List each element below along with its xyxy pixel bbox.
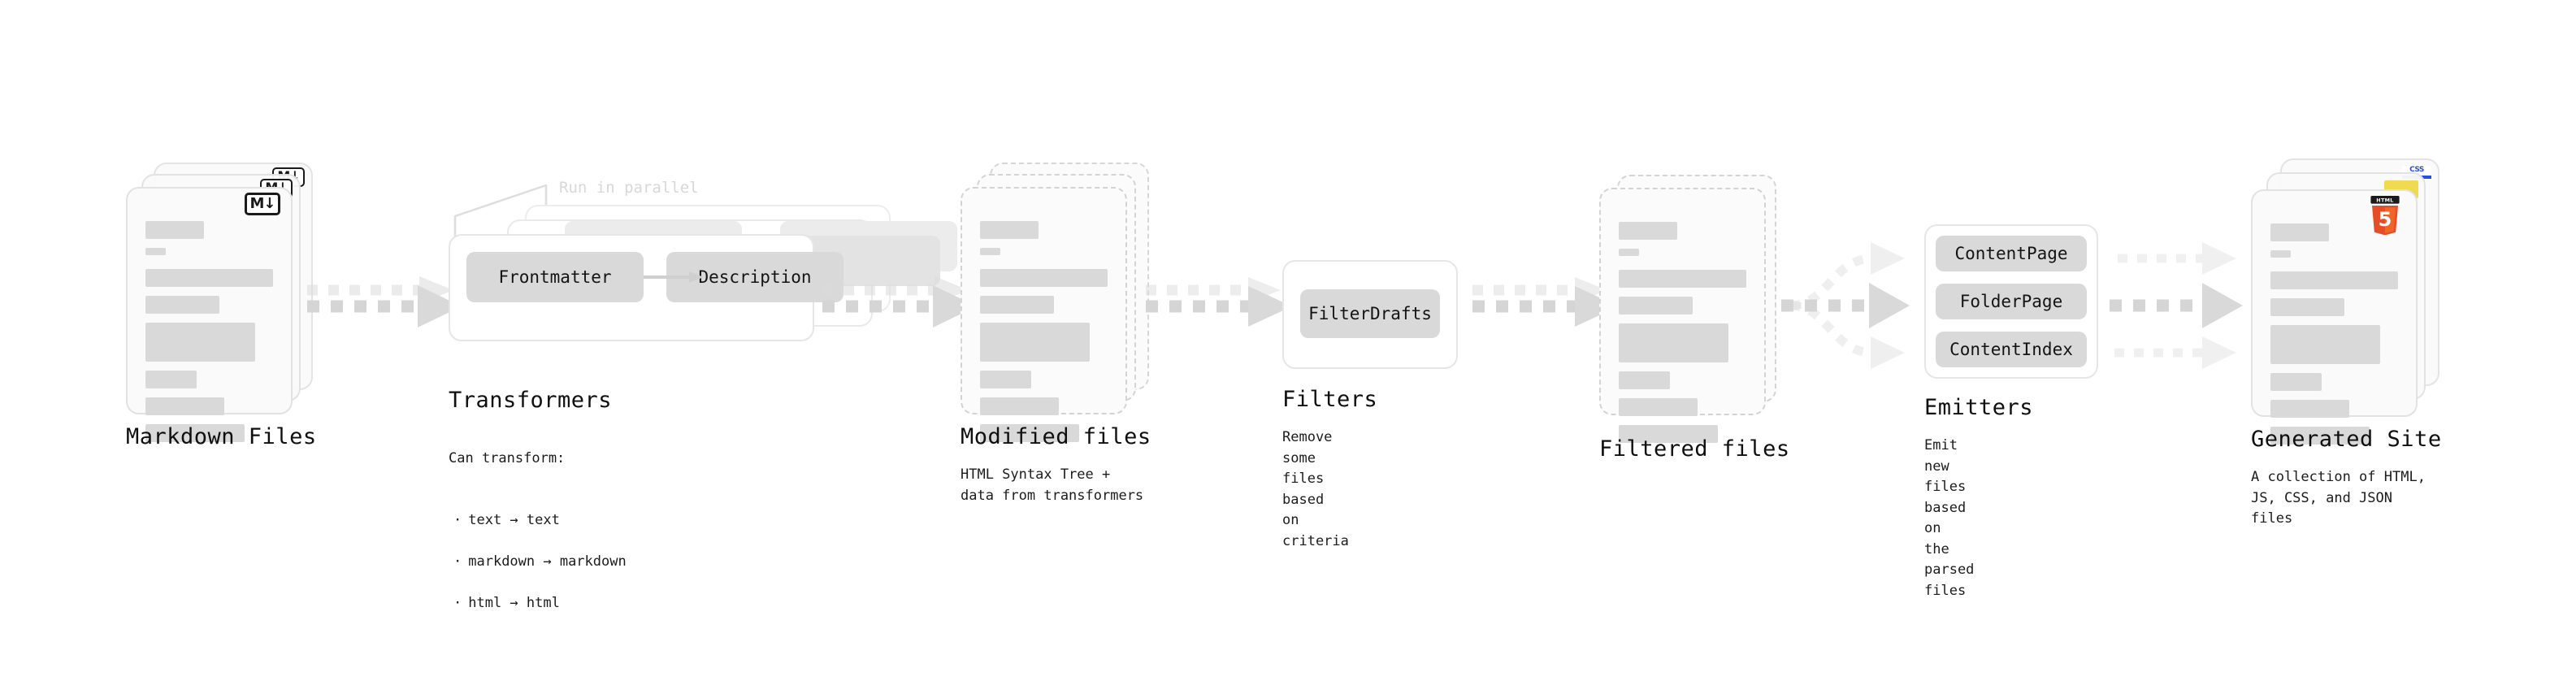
connector-markdown-to-transformers [307,268,462,341]
placeholder-bar [145,323,256,362]
connector-emitters-to-site [2110,232,2264,379]
placeholder-bar [980,269,1108,287]
placeholder-bar [1619,323,1729,362]
connector-transformers-to-modified [822,268,977,341]
filtered-card-placeholder-lines [1619,222,1746,452]
placeholder-bar [2270,373,2322,391]
placeholder-bar [980,371,1031,388]
markdown-card-placeholder-lines [145,221,273,451]
generated-site-title: Generated Site [2251,427,2442,452]
html5-icon: HTML 5 [2368,196,2402,235]
placeholder-bar [980,323,1091,362]
transformers-capability-item: markdown → markdown [449,552,626,573]
transformers-capability-item: html → html [449,593,627,614]
placeholder-bar [1619,249,1640,256]
filter-chip-filterdrafts-label: FilterDrafts [1308,304,1432,323]
generated-card-placeholder-lines [2270,223,2398,453]
stage-generated-site: CSS HTML [2251,158,2441,527]
placeholder-bar [1619,297,1693,314]
connector-filtered-to-emitters [1781,232,1928,379]
generated-site-subtitle: A collection of HTML, JS, CSS, and JSON … [2251,469,2426,527]
transformer-chip-frontmatter[interactable]: Frontmatter [466,252,644,302]
modified-card-placeholder-lines [980,221,1108,451]
placeholder-bar [145,371,197,388]
transformer-inner-arrow [644,271,705,284]
placeholder-bar [2270,223,2330,241]
placeholder-bar [1619,425,1719,443]
placeholder-bar [980,397,1060,415]
filtered-card-stack [1599,175,1786,443]
filters-title: Filters [1282,387,1378,412]
placeholder-bar [1619,371,1670,389]
emitter-chip-contentpage[interactable]: ContentPage [1936,236,2087,271]
modified-files-title: Modified files [961,424,1151,449]
svg-text:HTML: HTML [2376,197,2393,203]
transformer-chip-description-label: Description [698,267,812,287]
transformers-title: Transformers [449,388,613,413]
placeholder-bar [980,221,1039,239]
emitter-chip-contentpage-label: ContentPage [1954,244,2068,263]
placeholder-bar [145,424,245,442]
placeholder-bar [2270,427,2370,445]
stage-markdown-files: M↓ M↓ M↓ Markdown Files [126,163,316,449]
run-in-parallel-label: Run in parallel [559,179,699,197]
placeholder-bar [145,221,205,239]
transformers-subtitle: Can transform: text → text markdown → ma… [449,427,627,656]
placeholder-bar [145,248,167,255]
svg-text:5: 5 [2379,208,2392,231]
filters-subtitle: Remove some files based on criteria [1282,429,1349,549]
transformers-capability-list: text → text markdown → markdown html → h… [449,490,627,635]
placeholder-bar [980,296,1055,314]
placeholder-bar [1619,222,1678,240]
connector-modified-to-filters [1146,268,1292,341]
placeholder-bar [1619,270,1746,288]
modified-files-subtitle: HTML Syntax Tree + data from transformer… [961,466,1144,504]
generated-site-card-stack: CSS HTML [2251,158,2439,445]
markdown-card-front [126,187,293,442]
emitter-chip-contentindex[interactable]: ContentIndex [1936,332,2087,367]
placeholder-bar [980,248,1001,255]
transformers-subtitle-heading: Can transform: [449,449,566,466]
stage-modified-files: Modified files HTML Syntax Tree + data f… [961,163,1151,504]
markdown-card-stack: M↓ M↓ M↓ [126,163,313,442]
placeholder-bar [1619,398,1698,416]
emitter-chip-folderpage[interactable]: FolderPage [1936,284,2087,319]
placeholder-bar [2270,400,2350,418]
placeholder-bar [2270,298,2345,316]
connector-filters-to-filtered [1472,268,1619,341]
transformer-chip-frontmatter-label: Frontmatter [498,267,612,287]
placeholder-bar [2270,325,2381,364]
modified-card-stack [961,163,1149,442]
markdown-icon: M↓ [245,193,280,215]
emitters-subtitle: Emit new files based on the parsed files [1924,437,1975,599]
placeholder-bar [2270,250,2292,258]
markdown-files-title: Markdown Files [126,424,317,449]
modified-card-front [961,187,1127,442]
emitters-title: Emitters [1924,395,2034,420]
filter-chip-filterdrafts[interactable]: FilterDrafts [1300,289,1440,338]
placeholder-bar [145,269,273,287]
placeholder-bar [145,296,220,314]
filtered-files-title: Filtered files [1599,436,1790,462]
filtered-card-front [1599,188,1766,443]
run-in-parallel-bracket [452,180,606,249]
placeholder-bar [980,424,1080,442]
emitter-chip-contentindex-label: ContentIndex [1949,340,2073,359]
stage-filtered-files: Filtered files [1599,175,1789,462]
transformers-capability-item: text → text [449,510,627,531]
emitter-chip-folderpage-label: FolderPage [1959,292,2063,311]
placeholder-bar [145,397,225,415]
placeholder-bar [2270,271,2398,289]
